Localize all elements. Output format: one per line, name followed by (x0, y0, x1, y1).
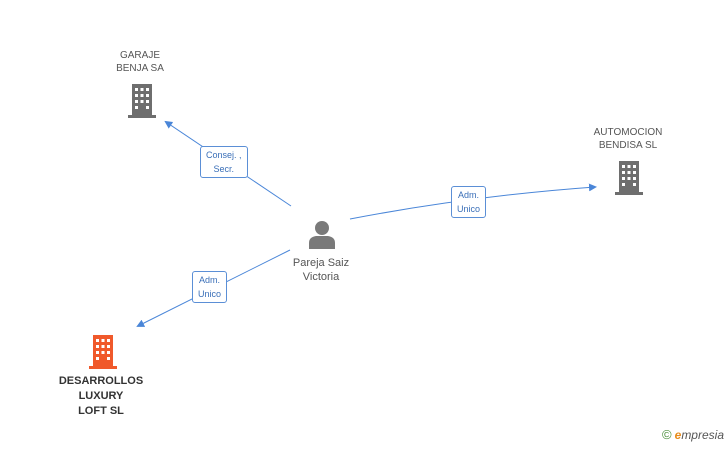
edge-label-line: Unico (457, 204, 481, 214)
edge-label-line: Adm. (458, 190, 480, 200)
edge-label-adm-unico-automocion[interactable]: Adm. Unico (451, 186, 487, 218)
brand-e: e (674, 428, 682, 442)
person-name-line: Victoria (302, 271, 340, 283)
building-icon[interactable] (613, 161, 645, 195)
edge-label-line: Adm. (199, 275, 221, 285)
person-label[interactable]: Pareja Saiz Victoria (276, 256, 366, 284)
copyright-symbol: © (662, 427, 672, 442)
person-name-line: Pareja Saiz (292, 257, 350, 269)
company-name-line: BENJA SA (116, 63, 164, 74)
edge-label-line: Secr. (213, 164, 235, 174)
company-name-line: LOFT SL (78, 405, 124, 417)
edge-label-consej-secr[interactable]: Consej. , Secr. (200, 146, 248, 178)
company-label-desarrollos[interactable]: DESARROLLOS LUXURY LOFT SL (50, 374, 152, 419)
edge-label-line: Consej. , (206, 150, 242, 160)
building-icon[interactable] (87, 335, 119, 369)
company-name-line: BENDISA SL (598, 140, 658, 151)
brand-rest: mpresia (681, 428, 724, 442)
building-icon[interactable] (126, 84, 158, 118)
company-name-line: GARAJE (119, 50, 160, 61)
edge-label-line: Unico (198, 289, 222, 299)
company-name-line: DESARROLLOS (58, 375, 144, 387)
empresia-logo: ©empresia (662, 427, 724, 442)
edge-label-adm-unico-desarrollos[interactable]: Adm. Unico (192, 271, 228, 303)
company-label-garaje[interactable]: GARAJE BENJA SA (100, 49, 180, 75)
person-icon[interactable] (307, 219, 337, 249)
company-name-line: LUXURY (78, 390, 124, 402)
company-name-line: AUTOMOCION (593, 127, 663, 138)
company-label-automocion[interactable]: AUTOMOCION BENDISA SL (583, 126, 673, 152)
